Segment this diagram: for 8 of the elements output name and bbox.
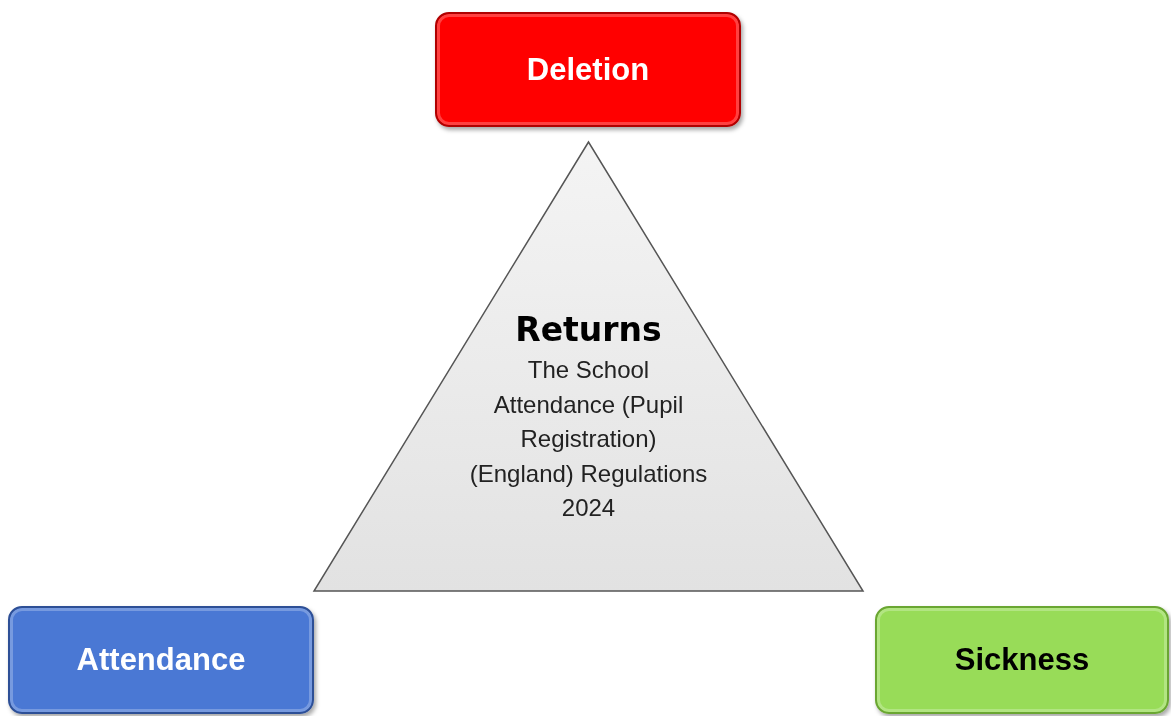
body-text: The School Attendance (Pupil Registration) (England) Regulations 2024: [468, 355, 709, 523]
box-label: Sickness: [954, 642, 1090, 678]
box-label: Deletion: [526, 51, 650, 88]
box-label: Attendance: [76, 642, 246, 678]
process-box: [875, 606, 1169, 714]
process-box: [8, 606, 314, 714]
process-box: [435, 12, 741, 127]
heading-text: Returns: [515, 310, 662, 349]
